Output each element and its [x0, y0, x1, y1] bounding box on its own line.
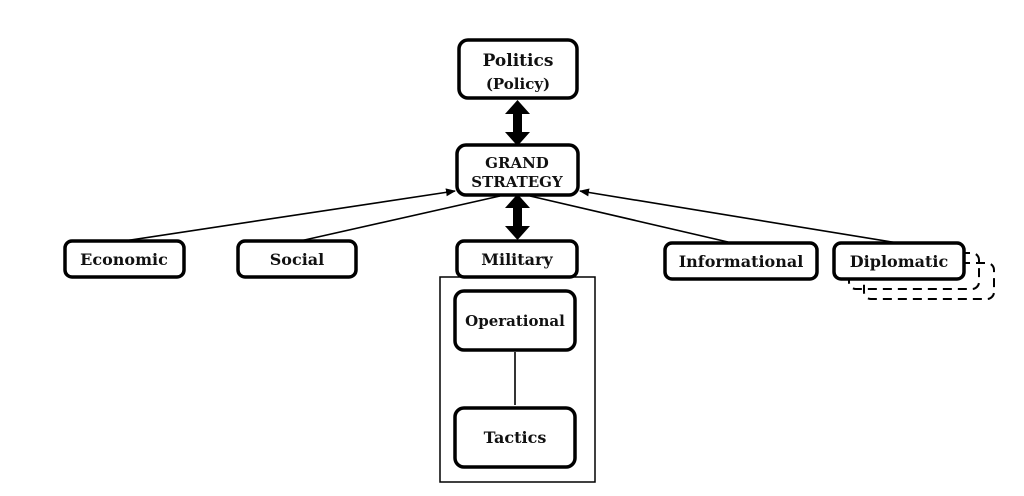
arrow-economic-to-grand-strategy [123, 188, 456, 242]
social-node: Social [236, 239, 358, 279]
arrow-social-to-grand-strategy [299, 195, 501, 242]
operational-label: Operational [465, 312, 565, 330]
informational-node: Informational [663, 241, 819, 281]
operational-node: Operational [453, 289, 577, 352]
politics-sublabel: (Policy) [486, 75, 550, 93]
double-arrow-grand-strategy-military [505, 194, 530, 240]
politics-label: Politics [483, 51, 554, 71]
tactics-label: Tactics [484, 428, 547, 447]
economic-node: Economic [63, 239, 186, 279]
social-label: Social [270, 250, 325, 269]
economic-label: Economic [80, 250, 168, 269]
diplomatic-dashed-outline-mid [848, 252, 980, 290]
diplomatic-dashed-outline-back [863, 262, 995, 300]
double-arrow-politics-grand-strategy [505, 100, 530, 146]
grand-strategy-label-line1: GRAND [485, 154, 549, 172]
diplomatic-label: Diplomatic [850, 252, 949, 271]
arrow-informational-to-grand-strategy [529, 195, 729, 243]
military-label: Military [481, 250, 553, 269]
grand-strategy-label-line2: STRATEGY [471, 173, 563, 191]
politics-node: Politics (Policy) [457, 38, 579, 100]
military-node: Military [455, 239, 579, 279]
grand-strategy-node: GRAND STRATEGY [455, 143, 580, 197]
arrow-diplomatic-to-grand-strategy [579, 188, 899, 244]
informational-label: Informational [679, 252, 804, 271]
tactics-node: Tactics [453, 406, 577, 469]
diplomatic-node: Diplomatic [832, 241, 966, 281]
